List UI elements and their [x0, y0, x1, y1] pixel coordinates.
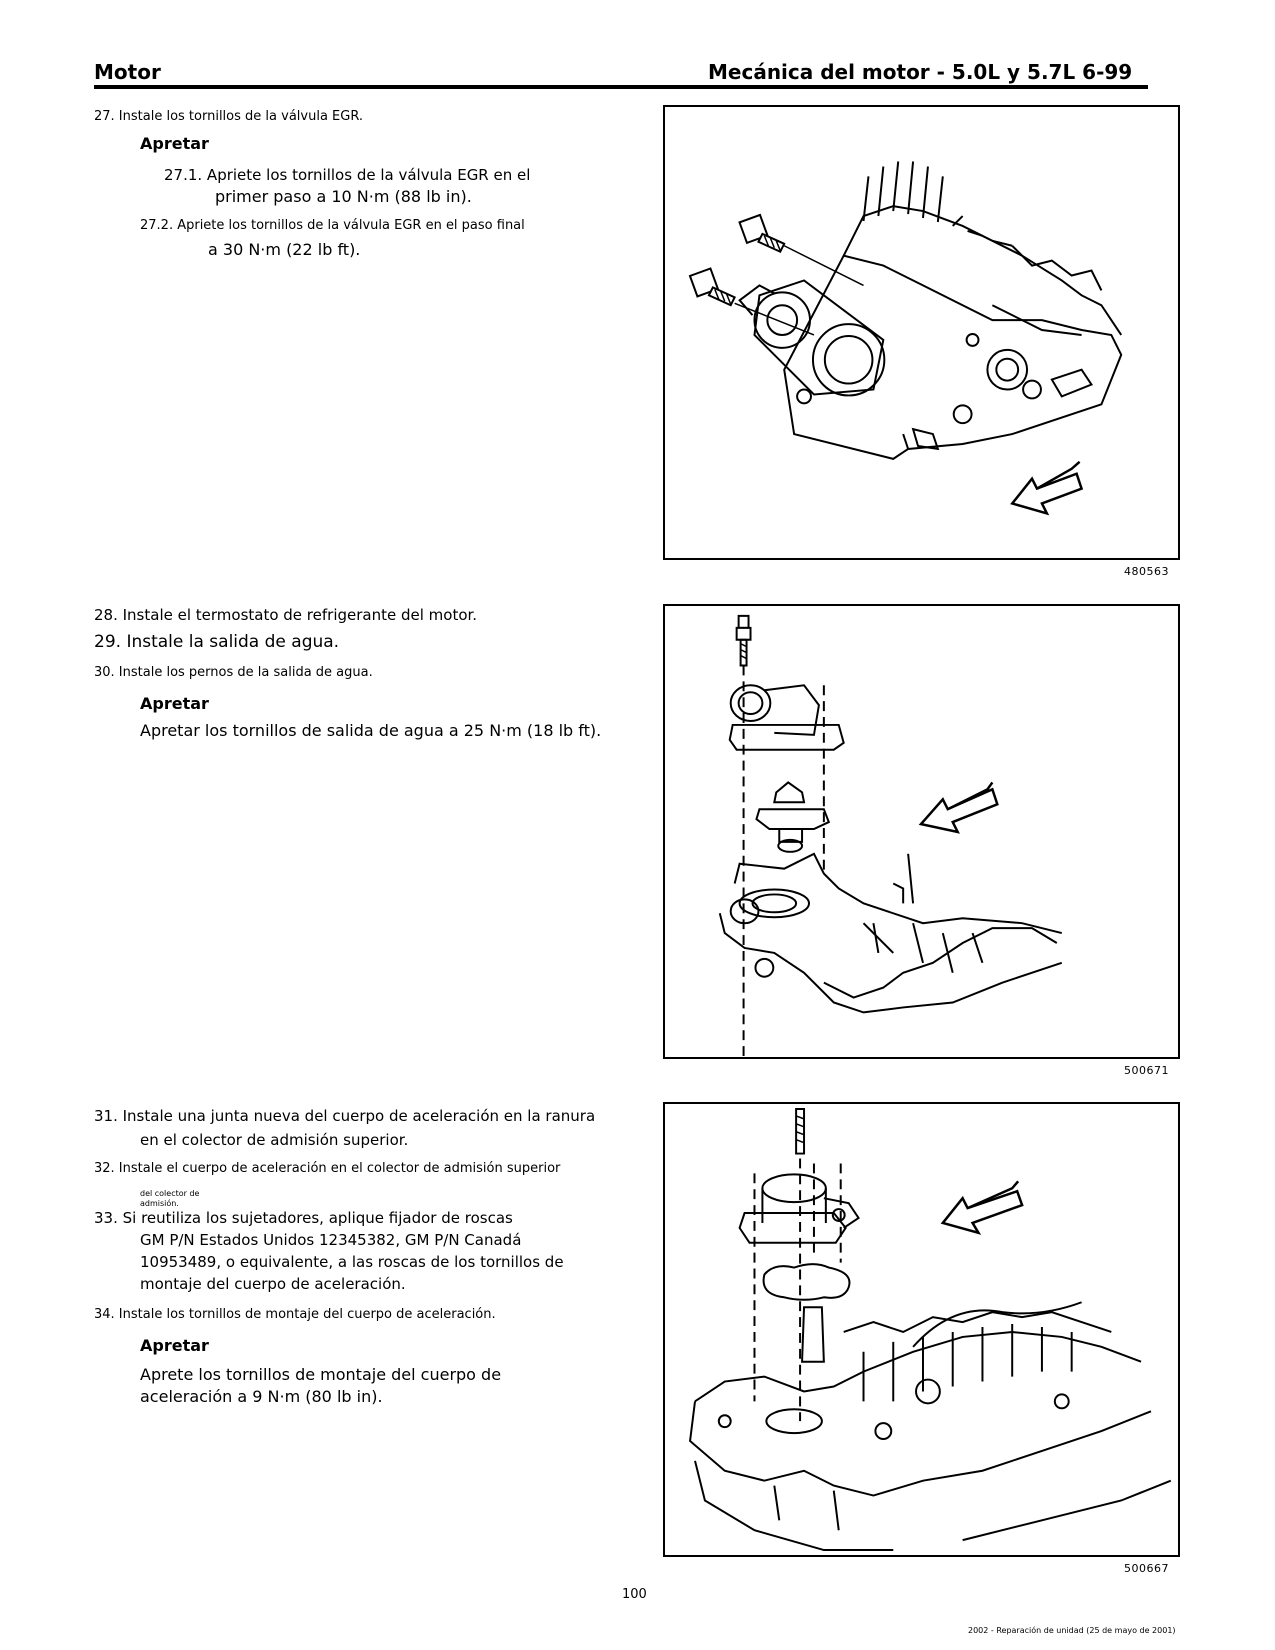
step-31-line-1: 31. Instale una junta nueva del cuerpo d… [94, 1107, 596, 1125]
figure-id-500667: 500667 [1124, 1562, 1169, 1575]
step-33-line-4: montaje del cuerpo de aceleración. [140, 1275, 406, 1293]
page-chapter-title: Mecánica del motor - 5.0L y 5.7L 6-99 [708, 60, 1133, 84]
tighten-heading-3: Apretar [140, 1336, 209, 1355]
step-33-line-3: 10953489, o equivalente, a las roscas de… [140, 1253, 564, 1271]
tighten-text-2: Apretar los tornillos de salida de agua … [140, 721, 602, 740]
step-29: 29. Instale la salida de agua. [94, 632, 340, 652]
step-33-line-1: 33. Si reutiliza los sujetadores, apliqu… [94, 1209, 513, 1227]
header-rule [94, 85, 1148, 89]
figure-id-500671: 500671 [1124, 1064, 1169, 1077]
tighten-heading-2: Apretar [140, 694, 209, 713]
step-27-2-line-1: 27.2. Apriete los tornillos de la válvul… [140, 218, 525, 233]
step-32: 32. Instale el cuerpo de aceleración en … [94, 1161, 561, 1176]
figure-id-480563: 480563 [1124, 565, 1169, 578]
footer-note: 2002 - Reparación de unidad (25 de mayo … [968, 1626, 1176, 1635]
figure-throttle-body [663, 1102, 1180, 1557]
step-28: 28. Instale el termostato de refrigerant… [94, 606, 478, 624]
tighten-text-3-line-1: Aprete los tornillos de montaje del cuer… [140, 1365, 502, 1384]
step-27-1-line-2: primer paso a 10 N·m (88 lb in). [215, 187, 472, 206]
figure-egr-valve [663, 105, 1180, 560]
step-27-2-line-2: a 30 N·m (22 lb ft). [208, 240, 361, 259]
step-32-small-2: admisión. [140, 1199, 179, 1208]
page-number: 100 [622, 1587, 647, 1602]
page-section-title: Motor [94, 60, 161, 84]
step-31-line-2: en el colector de admisión superior. [140, 1131, 409, 1149]
step-33-line-2: GM P/N Estados Unidos 12345382, GM P/N C… [140, 1231, 522, 1249]
step-32-small-1: del colector de [140, 1189, 200, 1198]
step-27-1-line-1: 27.1. Apriete los tornillos de la válvul… [164, 166, 531, 184]
step-34: 34. Instale los tornillos de montaje del… [94, 1307, 496, 1322]
throttle-body-illustration [689, 1107, 1172, 1552]
step-27: 27. Instale los tornillos de la válvula … [94, 109, 364, 124]
water-outlet-illustration [718, 614, 1063, 1057]
tighten-text-3-line-2: aceleración a 9 N·m (80 lb in). [140, 1387, 383, 1406]
figure-water-outlet [663, 604, 1180, 1059]
egr-valve-illustration [688, 161, 1123, 516]
step-30: 30. Instale los pernos de la salida de a… [94, 665, 373, 680]
tighten-heading-1: Apretar [140, 134, 209, 153]
